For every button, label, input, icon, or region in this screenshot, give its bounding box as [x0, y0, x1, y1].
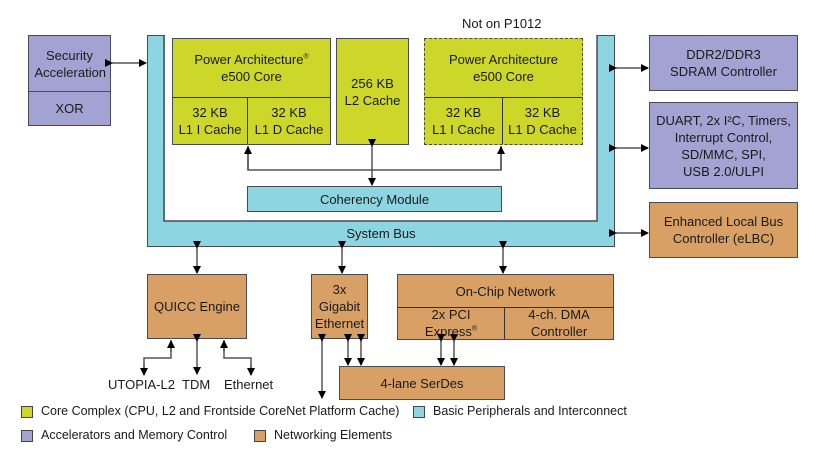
- io-tdm-label: TDM: [182, 377, 211, 392]
- peripherals-block: DUART, 2x I²C, Timers,Interrupt Control,…: [649, 102, 798, 189]
- legend-swatch-accelerators: [21, 430, 33, 442]
- io-ethernet-label: Ethernet: [224, 377, 274, 392]
- core2-subtitle: e500 Core: [473, 69, 534, 84]
- security-label: Security Acceleration: [34, 47, 107, 80]
- xor-label: XOR: [55, 101, 84, 116]
- legend-label-networking: Networking Elements: [274, 428, 393, 442]
- not-on-p1012-note: Not on P1012: [462, 16, 542, 31]
- core1-title: Power Architecture®: [194, 52, 309, 67]
- core1-subtitle: e500 Core: [221, 69, 282, 84]
- xor-block: XOR: [28, 91, 111, 126]
- io-utopia-label: UTOPIA-L2: [108, 377, 175, 392]
- system-bus-label: System Bus: [346, 226, 416, 241]
- legend-swatch-core: [21, 406, 33, 418]
- coherency-module: Coherency Module: [247, 186, 502, 212]
- quicc-engine-block: QUICC Engine: [147, 274, 247, 339]
- serdes-block: 4-lane SerDes: [339, 366, 505, 400]
- legend-label-core: Core Complex (CPU, L2 and Frontside Core…: [41, 404, 400, 418]
- legend-label-peripherals: Basic Peripherals and Interconnect: [433, 404, 627, 418]
- legend-swatch-networking: [254, 430, 266, 442]
- security-acceleration-block: Security Acceleration: [28, 35, 111, 92]
- core2-title: Power Architecture: [448, 52, 559, 67]
- legend-swatch-peripherals: [413, 406, 425, 418]
- legend-label-accelerators: Accelerators and Memory Control: [41, 428, 228, 442]
